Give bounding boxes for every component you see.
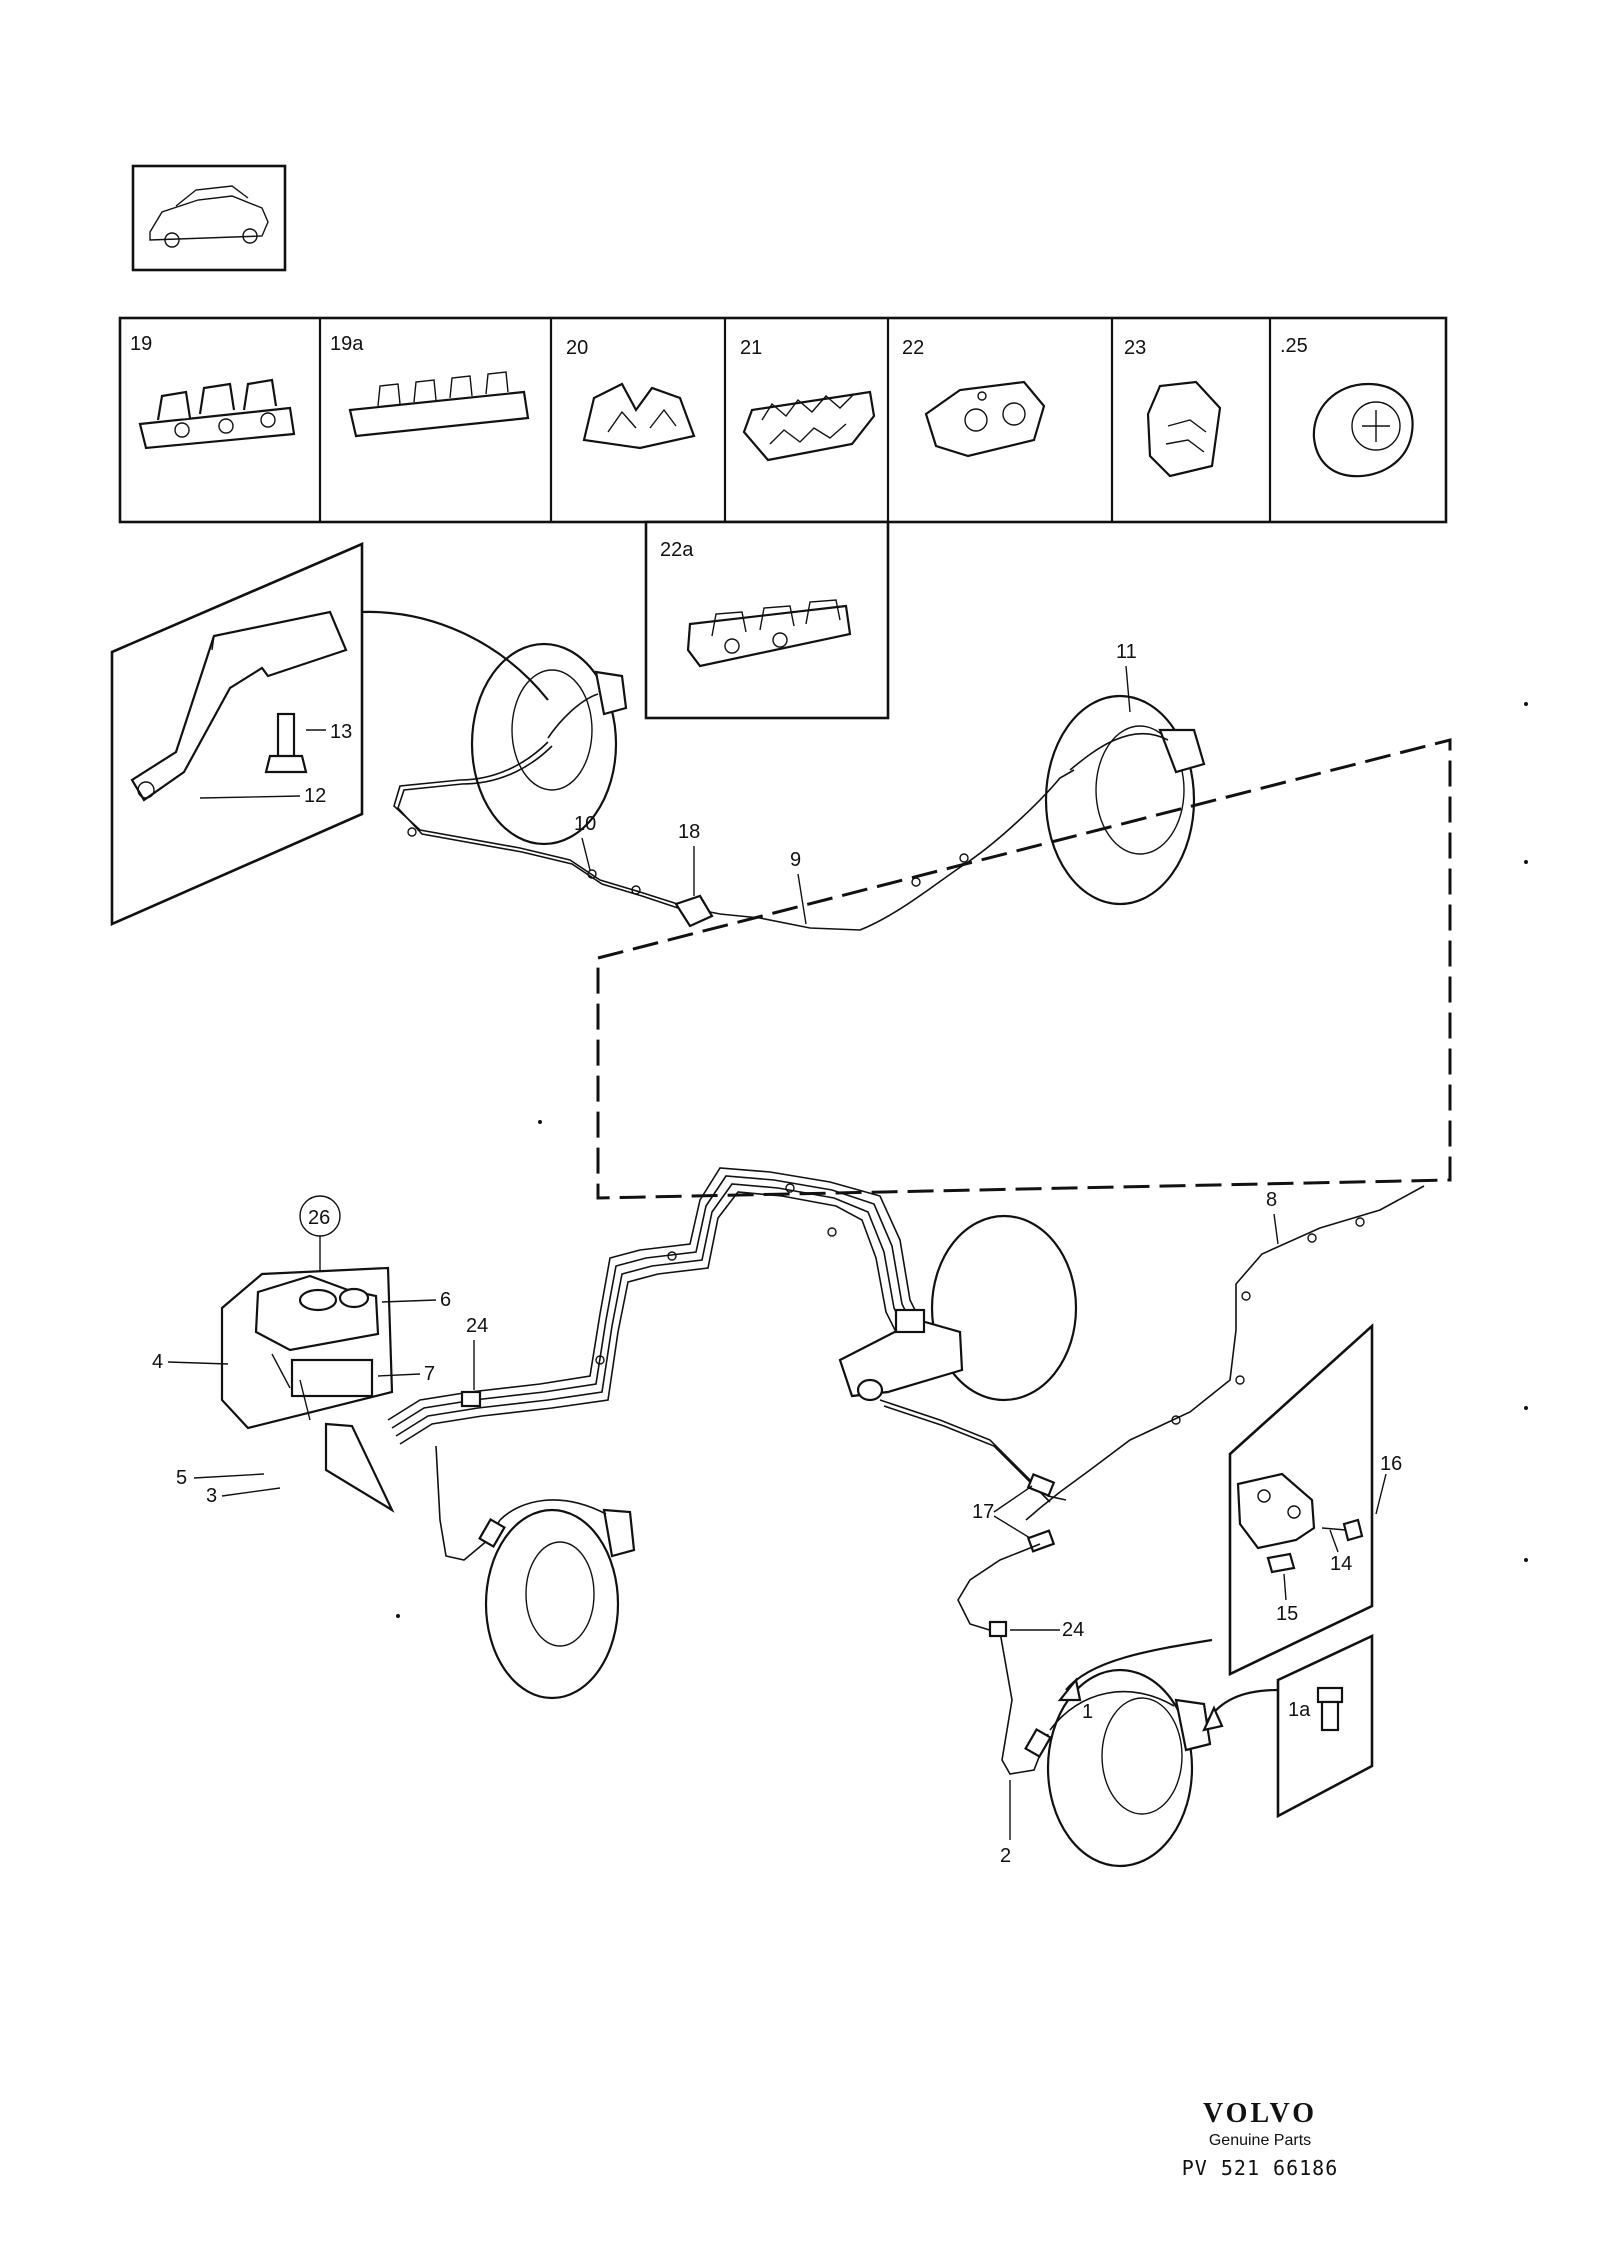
inset-1a xyxy=(1276,1633,1374,1819)
rear-pipes xyxy=(393,741,1075,931)
callout-14: 14 xyxy=(1330,1553,1352,1575)
bracket-leader-curve xyxy=(361,610,549,701)
callout-2: 2 xyxy=(1000,1845,1011,1867)
callout-3: 3 xyxy=(206,1485,217,1507)
arrow-to-caliper-left xyxy=(1065,1638,1213,1691)
clip-21-drawing xyxy=(742,390,876,462)
brand-block: VOLVO Genuine Parts PV 521 66186 xyxy=(1140,2098,1380,2180)
clip-label-22: 22 xyxy=(902,337,924,359)
rear-separator-outline xyxy=(596,738,1452,1200)
callout-17: 17 xyxy=(972,1501,994,1523)
callout-26: 26 xyxy=(308,1207,330,1229)
clip-19a-drawing xyxy=(348,371,530,438)
callout-10: 10 xyxy=(574,813,596,835)
callout-4: 4 xyxy=(152,1351,163,1373)
pipe-8 xyxy=(1025,1185,1425,1521)
callout-24-right: 24 xyxy=(1062,1619,1084,1641)
callout-15: 15 xyxy=(1276,1603,1298,1625)
callout-7: 7 xyxy=(424,1363,435,1385)
scan-specks xyxy=(396,702,1528,1618)
callout-1: 1 xyxy=(1082,1701,1093,1723)
clip-label-19: 19 xyxy=(130,333,152,355)
callout-6: 6 xyxy=(440,1289,451,1311)
callout-9: 9 xyxy=(790,849,801,871)
clip-23-drawing xyxy=(1146,380,1222,478)
callout-5: 5 xyxy=(176,1467,187,1489)
callout-24-left: 24 xyxy=(466,1315,488,1337)
clip-label-19a: 19a xyxy=(330,333,364,355)
car-thumbnail xyxy=(131,164,287,272)
front-left-disc xyxy=(435,1445,636,1700)
clip-label-23: 23 xyxy=(1124,337,1146,359)
callout-11: 11 xyxy=(1116,641,1137,663)
rear-right-disc xyxy=(1044,694,1206,906)
clip-22-drawing xyxy=(924,380,1046,458)
clip-box-strip: 19 19a 20 21 22 23 .25 xyxy=(118,316,1448,720)
union-24-right xyxy=(988,1620,1008,1638)
bracket-inset-right xyxy=(1228,1323,1387,1677)
abs-modulator xyxy=(220,1266,395,1513)
front-right-disc xyxy=(999,1631,1212,1868)
volvo-logo: VOLVO xyxy=(1203,2098,1317,2129)
callout-1a: 1a xyxy=(1288,1699,1311,1721)
clip-label-25: .25 xyxy=(1280,335,1308,357)
callout-18: 18 xyxy=(678,821,700,843)
clip-25-drawing xyxy=(1312,382,1414,478)
rear-left-disc xyxy=(470,642,628,846)
callout-8: 8 xyxy=(1266,1189,1277,1211)
union-24-left xyxy=(460,1390,482,1408)
main-pipe-bundle xyxy=(387,1167,931,1445)
brand-tagline: Genuine Parts xyxy=(1208,2132,1312,2149)
clip-22a-drawing xyxy=(686,599,852,668)
clip-label-20: 20 xyxy=(566,337,588,359)
clip-20-drawing xyxy=(582,382,696,450)
clip-label-22a: 22a xyxy=(660,539,694,561)
clip-19-drawing xyxy=(138,378,296,450)
pipe-17 xyxy=(879,1399,1067,1633)
callout-16: 16 xyxy=(1380,1453,1402,1475)
master-cylinder xyxy=(838,1214,1078,1402)
callout-13: 13 xyxy=(330,721,352,743)
bracket-inset xyxy=(110,542,364,926)
callout-12: 12 xyxy=(304,785,326,807)
clip-label-21: 21 xyxy=(740,337,762,359)
diagram-code: PV 521 66186 xyxy=(1181,2156,1339,2180)
